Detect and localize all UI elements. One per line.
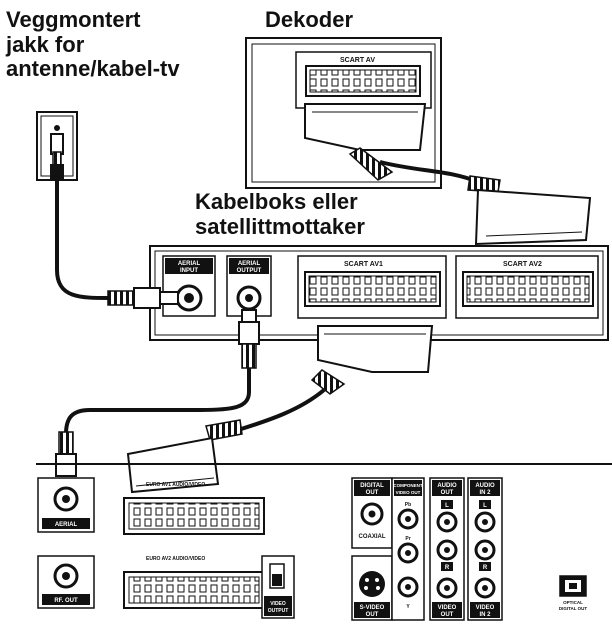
coaxial-label: COAXIAL bbox=[359, 534, 386, 540]
video-output-switch-label-1: VIDEO bbox=[270, 601, 286, 607]
decoder-scart-socket bbox=[309, 69, 417, 93]
euro-av2-socket bbox=[128, 576, 260, 604]
euro-av1-label: EURO AV1 AUDIO/VIDEO bbox=[146, 482, 205, 488]
aerial-input-label-2: INPUT bbox=[180, 268, 198, 274]
optical-label-1: OPTICAL bbox=[563, 600, 583, 605]
cable-box-scart-av2-label: SCART AV2 bbox=[503, 261, 542, 268]
component-video-out-label-2: VIDEO OUT bbox=[396, 490, 421, 495]
audio-in-2-l-label: L bbox=[483, 503, 487, 509]
audio-out-l-label: L bbox=[445, 503, 449, 509]
rf-out-label: RF. OUT bbox=[54, 598, 78, 604]
video-out-label-2: OUT bbox=[441, 612, 454, 618]
aerial-output-label-1: AERIAL bbox=[238, 261, 261, 267]
y-label: Y bbox=[406, 604, 410, 610]
wall-jack-label-line-3: antenne/kabel-tv bbox=[6, 56, 180, 82]
wall-jack-label-line-2: jakk for bbox=[6, 31, 85, 57]
audio-out-label-2: OUT bbox=[441, 490, 454, 496]
euro-av1-socket bbox=[128, 502, 260, 530]
audio-in-2-r-label: R bbox=[483, 565, 488, 571]
cable-box-label-line-1: Kabelboks eller bbox=[195, 189, 358, 214]
video-in-2-label-1: VIDEO bbox=[476, 605, 495, 611]
aerial-input-label-1: AERIAL bbox=[178, 261, 201, 267]
audio-in-2-label-2: IN 2 bbox=[479, 490, 491, 496]
pb-label: Pb bbox=[405, 502, 411, 508]
wall-jack-label-line-1: Veggmontert bbox=[6, 7, 141, 32]
audio-out-label-1: AUDIO bbox=[437, 483, 457, 489]
cable-box-scart-av1-socket bbox=[308, 275, 437, 303]
decoder-label: Dekoder bbox=[265, 7, 354, 32]
cable-box-scart-av1-label: SCART AV1 bbox=[344, 261, 383, 268]
video-out-label-1: VIDEO bbox=[438, 605, 457, 611]
pr-label: Pr bbox=[405, 536, 410, 542]
aerial-output-label-2: OUTPUT bbox=[237, 268, 262, 274]
cable-box-label-line-2: satellittmottaker bbox=[195, 213, 365, 239]
wall-jack bbox=[36, 111, 78, 181]
audio-out-r-label: R bbox=[445, 565, 450, 571]
coax-cable-wall-to-input bbox=[55, 180, 179, 309]
digital-out-label-2: OUT bbox=[366, 490, 379, 496]
component-video-out-label-1: COMPONENT bbox=[393, 483, 423, 488]
decoder-scart-label: SCART AV bbox=[340, 57, 375, 64]
audio-in-2-label-1: AUDIO bbox=[475, 483, 495, 489]
s-video-out-label-1: S-VIDEO bbox=[360, 605, 385, 611]
euro-av2-label: EURO AV2 AUDIO/VIDEO bbox=[146, 556, 205, 562]
s-video-out-label-2: OUT bbox=[366, 612, 379, 618]
video-output-switch-label-2: OUTPUT bbox=[268, 608, 289, 614]
cable-box-device: AERIAL INPUT AERIAL OUTPUT SCART AV1 SCA… bbox=[149, 245, 609, 341]
cable-box-scart-av2-socket bbox=[466, 275, 590, 303]
video-in-2-label-2: IN 2 bbox=[479, 612, 491, 618]
optical-label-2: DIGITAL OUT bbox=[559, 606, 588, 611]
recorder-rear-panel: AERIAL RF. OUT EURO AV1 AUDIO/VIDEO EURO… bbox=[36, 463, 612, 621]
decoder-scart-cable bbox=[304, 103, 592, 246]
digital-out-label-1: DIGITAL bbox=[360, 483, 384, 489]
recorder-aerial-label: AERIAL bbox=[55, 522, 78, 528]
s-video-out-jack bbox=[359, 571, 385, 597]
wall-jack-label: Veggmontert jakk for antenne/kabel-tv bbox=[6, 7, 180, 82]
cable-box-label: Kabelboks eller satellittmottaker bbox=[195, 189, 365, 239]
